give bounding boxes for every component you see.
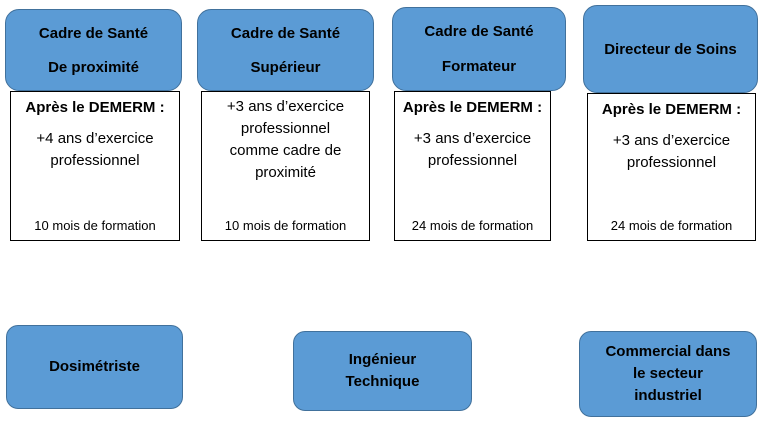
node-label: Dosimétriste [49,358,140,375]
node-cadre-sante-formateur: Cadre de Santé Formateur [392,7,566,91]
node-dosimetriste: Dosimétriste [6,325,183,409]
training-duration: 10 mois de formation [34,218,156,233]
node-subtitle: De proximité [48,58,139,76]
requirements-box-proximite: Après le DEMERM : +4 ans d’exercice prof… [10,91,180,241]
node-cadre-sante-proximite: Cadre de Santé De proximité [5,9,182,91]
node-subtitle: Supérieur [250,58,321,76]
node-title: Cadre de Santé [38,24,149,42]
training-duration: 10 mois de formation [224,218,347,233]
requirements-box-directeur: Après le DEMERM : +3 ans d’exercice prof… [587,93,756,241]
requirements-box-superieur: +3 ans d’exercice professionnel comme ca… [201,91,370,241]
requirement-lead: Après le DEMERM : [402,99,543,116]
requirement-lead: Après le DEMERM : [25,99,165,116]
node-cadre-sante-superieur: Cadre de Santé Supérieur [197,9,374,91]
node-title: Cadre de Santé [424,23,534,40]
training-duration: 24 mois de formation [411,218,534,233]
requirements-box-formateur: Après le DEMERM : +3 ans d’exercice prof… [394,91,551,241]
node-directeur-soins: Directeur de Soins [583,5,758,93]
requirement-lead: Après le DEMERM : [601,101,742,118]
requirement-body: +4 ans d’exercice professionnel [36,130,154,169]
node-label: Commercial dans le secteur industriel [605,343,731,404]
requirement-body: +3 ans d’exercice professionnel [413,130,532,169]
requirement-body: +3 ans d’exercice professionnel [612,132,731,171]
node-title: Directeur de Soins [604,40,737,58]
node-commercial-secteur-industriel: Commercial dans le secteur industriel [579,331,757,417]
node-title: Cadre de Santé [230,24,341,42]
node-label: Ingénieur Technique [345,351,420,390]
node-subtitle: Formateur [441,58,517,75]
node-ingenieur-technique: Ingénieur Technique [293,331,472,411]
training-duration: 24 mois de formation [610,218,733,233]
requirement-body: +3 ans d’exercice professionnel comme ca… [226,98,345,181]
